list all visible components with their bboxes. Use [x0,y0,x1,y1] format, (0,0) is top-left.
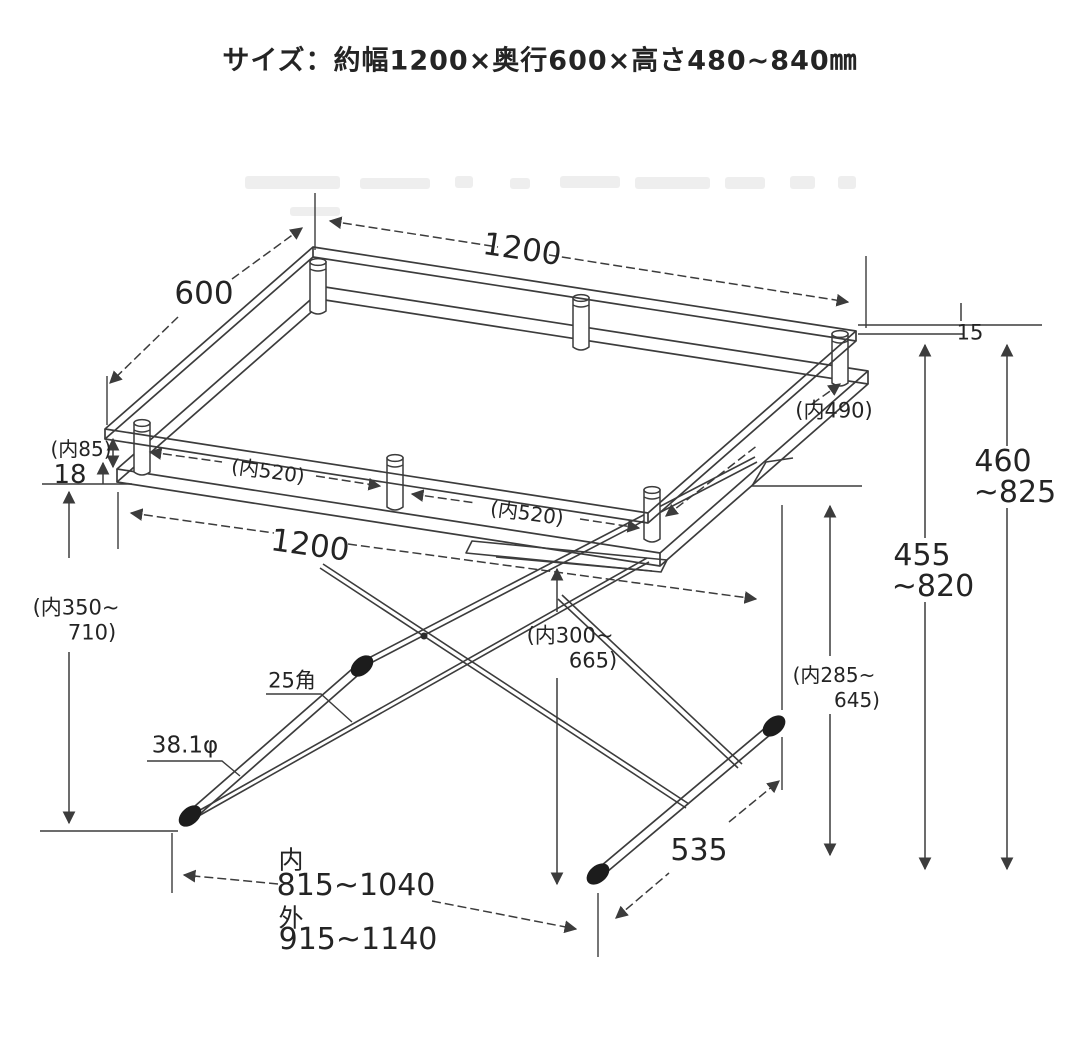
glass-top [104,246,857,524]
dim-total-height-line2: ~825 [973,475,1057,510]
dimension-arrows-vertical [62,343,1014,886]
spacer [572,293,590,351]
dimension-arrows-diagonal [109,216,850,934]
scissor-legs [192,456,758,819]
note-foot-pipe: 38.1φ [151,732,219,759]
page-title: サイズ：約幅1200×奥行600×高さ480~840㎜ [222,45,858,77]
dim-520-left-arrow [148,447,223,463]
dim-top-depth-arrow [231,227,304,280]
dim-span-inner: 815~1040 [276,868,436,903]
dim-glass-thickness: 15 [956,320,984,345]
dim-span-outer-label: 外 [278,903,304,933]
foot-bars [178,655,786,885]
leader-lines [147,693,353,777]
dim-right-clearance-line2: 645) [834,688,880,712]
dim-center-clearance-line2: 665) [568,648,618,673]
dim-right-spacer-span: (内490) [795,398,873,423]
dim-520-right-arrow [410,489,477,504]
dim-frame-height-line1: 455 [893,538,951,573]
foot-cap [178,805,202,827]
dim-foot-depth-arrow [615,872,670,919]
foot-cap [586,863,610,885]
scan-ghost-marks [245,176,856,216]
spacer [133,418,151,476]
foot-pipe-leader [147,760,241,777]
dim-span-inner-label: 内 [278,845,304,875]
dim-frame-thickness: 18 [53,460,87,490]
dim-frame-height-line2: ~820 [891,569,975,604]
dim-top-depth: 600 [174,275,234,312]
dim-frame-width-arrow [129,508,275,534]
pivot-dot [420,632,428,640]
spacer [643,485,661,543]
leg-tube-leader [266,693,353,723]
dim-490-arrow [664,444,759,517]
foot-cap [762,715,786,737]
glass-thickness-ref [858,303,1042,335]
foot-cap [350,655,374,677]
dim-span-outer-arrow [431,900,578,934]
dim-foot-depth: 535 [670,833,728,868]
extension-lines [40,193,867,957]
dim-total-height-line1: 460 [974,444,1032,479]
note-leg-tube: 25角 [268,668,316,693]
dim-left-clearance-line1: (内350~ [32,595,120,620]
spacer [309,257,327,315]
dim-span-inner-arrow [182,869,279,885]
dim-top-width-arrow [328,216,499,248]
dim-spacer-height: (内85) [50,437,112,461]
dim-right-clearance-line1: (内285~ [792,663,876,687]
mount-rail [465,457,862,573]
dim-center-clearance-line1: (内300~ [526,623,614,648]
dim-left-clearance-line2: 710) [67,620,117,645]
dim-span-outer: 915~1140 [278,922,438,957]
